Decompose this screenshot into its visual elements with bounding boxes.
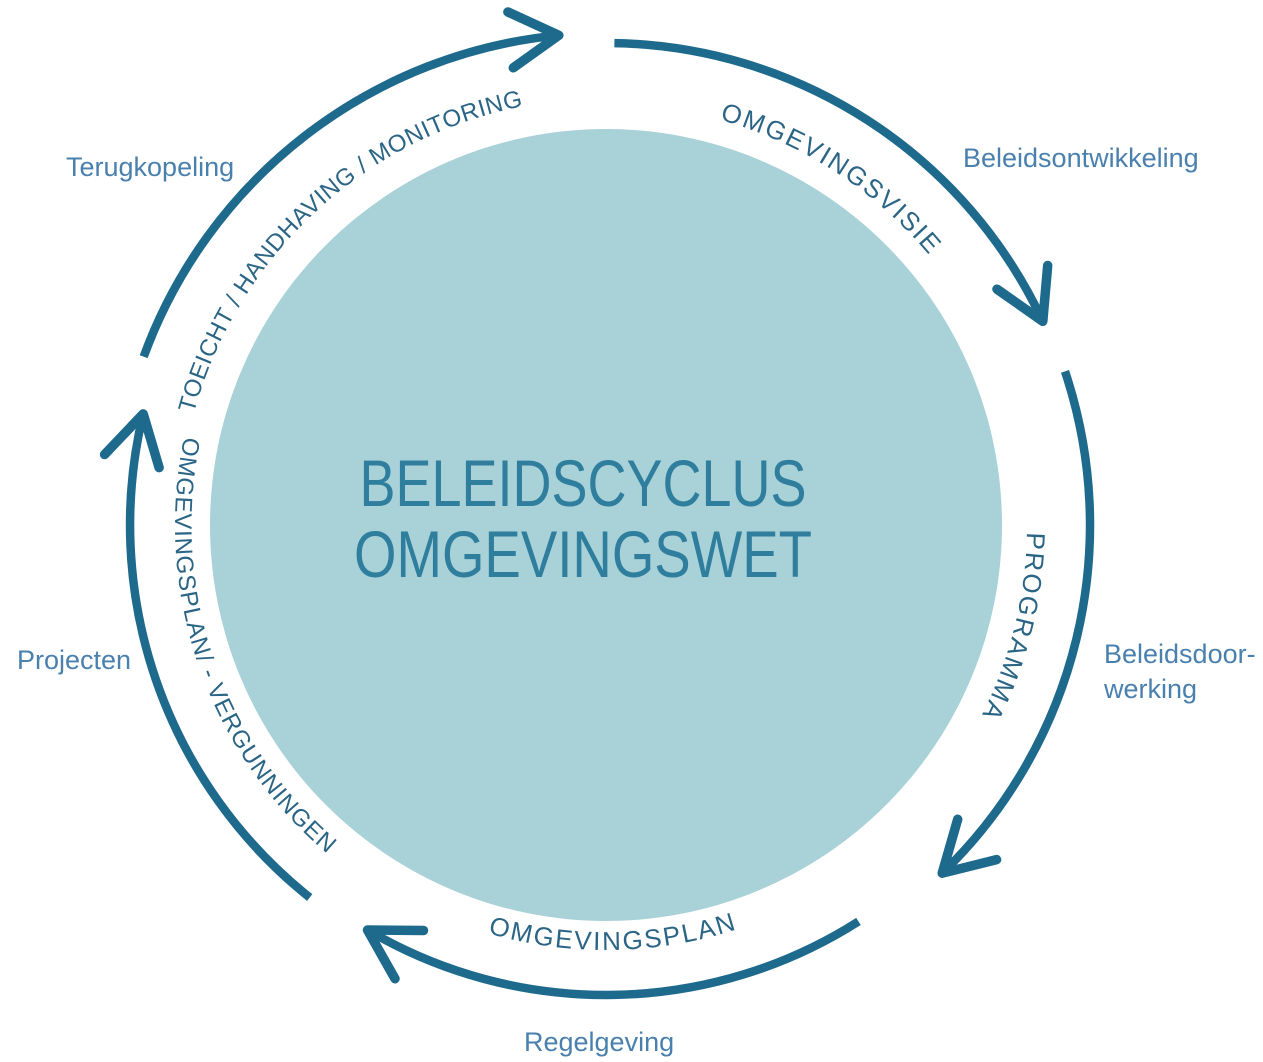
cycle-arrow-omgevingsvisie — [992, 260, 1053, 327]
cycle-arc-toezicht-handhaving-monitoring — [139, 31, 560, 359]
cycle-arrow-programma — [937, 814, 1002, 878]
outer-label-omgevingsplan: Regelgeving — [524, 1027, 674, 1057]
cycle-arc-omgevingsvisie — [614, 38, 1047, 324]
outer-label-omgevingsvisie: Beleidsontwikkeling — [963, 143, 1199, 173]
cycle-arrow-omgevingsplan-vergunningen — [99, 409, 164, 473]
outer-label-toezicht-handhaving-monitoring: Terugkopeling — [66, 152, 234, 182]
outer-label-programma: Beleidsdoor-werking — [1103, 639, 1256, 704]
cycle-arc-omgevingsplan — [365, 917, 861, 1000]
outer-label-omgevingsplan-vergunningen: Projecten — [17, 645, 131, 675]
center-circle — [210, 129, 1002, 921]
center-title-line-2: OMGEVINGSWET — [354, 517, 812, 591]
cycle-arc-programma — [939, 370, 1095, 877]
center-title-line-1: BELEIDSCYCLUS — [360, 446, 807, 520]
cycle-arc-omgevingsplan-vergunningen — [125, 412, 313, 901]
cycle-arrow-toezicht-handhaving-monitoring — [503, 7, 564, 73]
cycle-arrow-omgevingsplan — [362, 925, 429, 984]
